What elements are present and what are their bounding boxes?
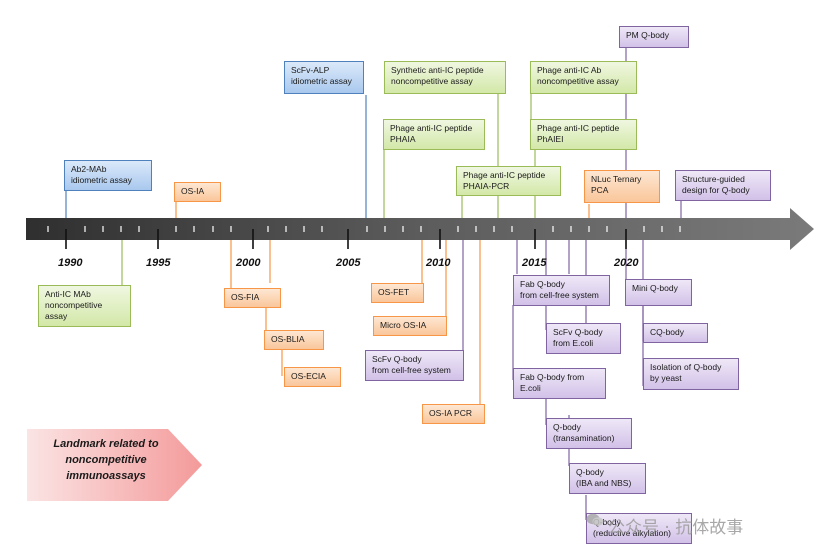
event-scfv-ecoli: ScFv Q-body from E.coli <box>546 323 621 354</box>
event-nluc-ternary: NLuc Ternary PCA <box>584 170 660 203</box>
event-os-ia: OS-IA <box>174 182 221 202</box>
event-phage-phaia: Phage anti-IC peptide PHAIA <box>383 119 485 150</box>
event-os-ia-pcr: OS-IA PCR <box>422 404 485 424</box>
event-qbody-transamination: Q-body (transamination) <box>546 418 632 449</box>
event-os-ecia: OS-ECIA <box>284 367 341 387</box>
event-scfv-alp: ScFv-ALP idiometric assay <box>284 61 364 94</box>
legend-label: Landmark related to noncompetitive immun… <box>53 438 159 482</box>
wechat-icon <box>586 513 604 534</box>
event-ab2-mab: Ab2-MAb idiometric assay <box>64 160 152 191</box>
year-label-1990: 1990 <box>58 257 83 269</box>
event-phage-phaiei: Phage anti-IC peptide PhAIEI <box>530 119 637 150</box>
watermark: 公众号 · 抗体故事 <box>586 513 743 538</box>
event-qbody-reductive: Q-body (reductive alkylation) <box>586 513 692 544</box>
year-label-1995: 1995 <box>146 257 171 269</box>
event-isolation-yeast: Isolation of Q-body by yeast <box>643 358 739 390</box>
event-fab-ecoli: Fab Q-body from E.coli <box>513 368 606 399</box>
event-fab-cellfree: Fab Q-body from cell-free system <box>513 275 610 306</box>
year-label-2005: 2005 <box>336 257 361 269</box>
event-pm-qbody: PM Q-body <box>619 26 689 48</box>
event-structure-guided: Structure-guided design for Q-body <box>675 170 771 201</box>
year-label-2015: 2015 <box>522 257 547 269</box>
event-phage-anti-ic-ab: Phage anti-IC Ab noncompetitive assay <box>530 61 637 94</box>
event-os-fet: OS-FET <box>371 283 424 303</box>
event-micro-os-ia: Micro OS-IA <box>373 316 447 336</box>
year-label-2010: 2010 <box>426 257 451 269</box>
event-phaia-pcr: Phage anti-IC peptide PHAIA-PCR <box>456 166 561 196</box>
legend-arrow <box>27 429 202 501</box>
year-ticks <box>65 229 627 249</box>
event-os-fia: OS-FIA <box>224 288 281 308</box>
event-os-blia: OS-BLIA <box>264 330 324 350</box>
year-label-2000: 2000 <box>236 257 261 269</box>
event-synthetic-anti-ic: Synthetic anti-IC peptide noncompetitive… <box>384 61 506 94</box>
event-mini-qbody: Mini Q-body <box>625 279 692 306</box>
watermark-text: 公众号 · 抗体故事 <box>608 518 744 538</box>
event-cq-body: CQ-body <box>643 323 708 343</box>
year-label-2020: 2020 <box>614 257 639 269</box>
timeline-ticks <box>47 226 681 232</box>
event-anti-ic-mab: Anti-IC MAb noncompetitive assay <box>38 285 131 327</box>
event-scfv-cellfree: ScFv Q-body from cell-free system <box>365 350 464 381</box>
event-qbody-iba-nbs: Q-body (IBA and NBS) <box>569 463 646 494</box>
timeline-arrow <box>26 208 814 250</box>
